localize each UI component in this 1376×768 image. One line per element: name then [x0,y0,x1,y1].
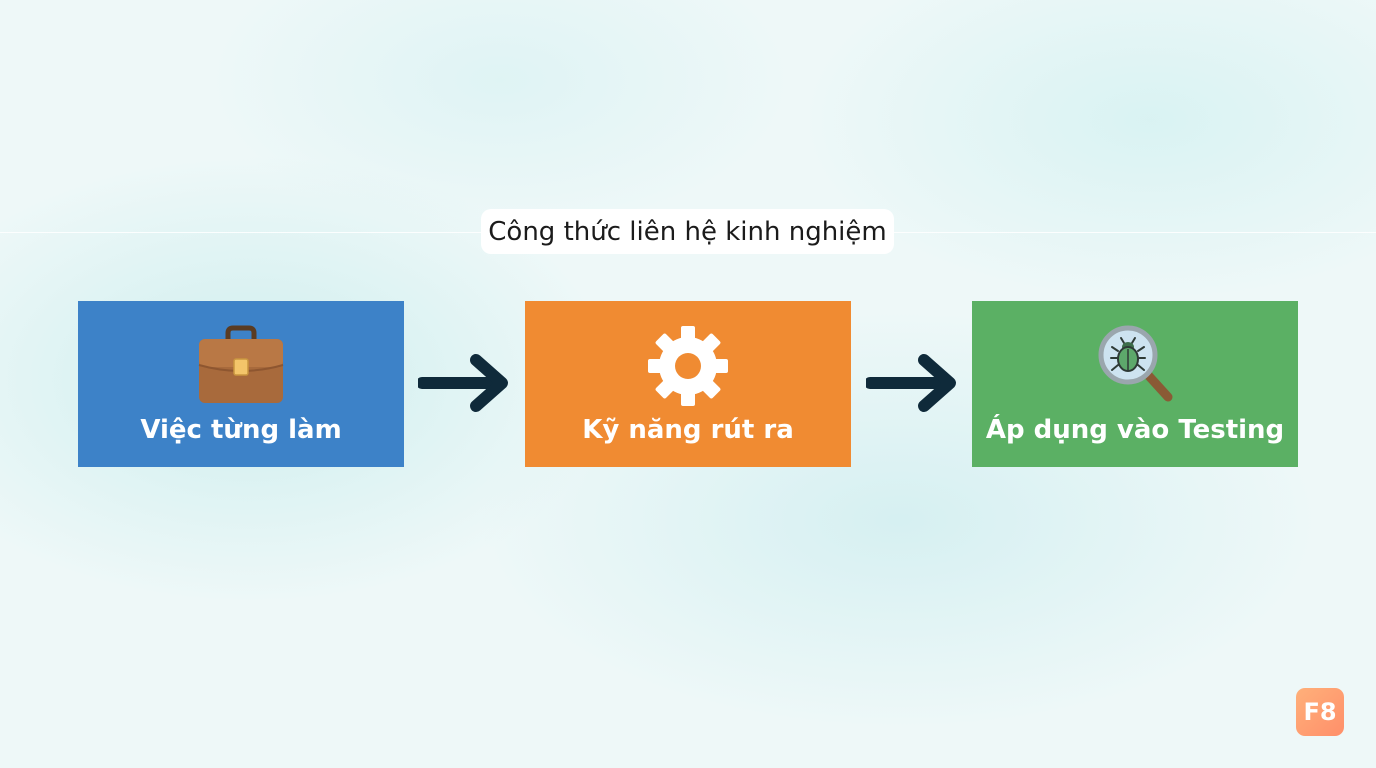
step-box-2: Kỹ năng rút ra [525,301,851,467]
diagram-title: Công thức liên hệ kinh nghiệm [481,209,894,254]
step-label-3: Áp dụng vào Testing [985,415,1285,445]
step-label-1: Việc từng làm [140,415,342,445]
gear-icon [648,326,728,406]
f8-logo: F8 [1296,688,1344,736]
briefcase-icon [198,325,284,403]
step-label-2: Kỹ năng rút ra [582,415,794,445]
arrow-right-icon [418,354,508,412]
step-box-1: Việc từng làm [78,301,404,467]
arrow-right-icon [866,354,956,412]
step-box-3: Áp dụng vào Testing [972,301,1298,467]
bug-magnifier-icon [1098,325,1173,402]
